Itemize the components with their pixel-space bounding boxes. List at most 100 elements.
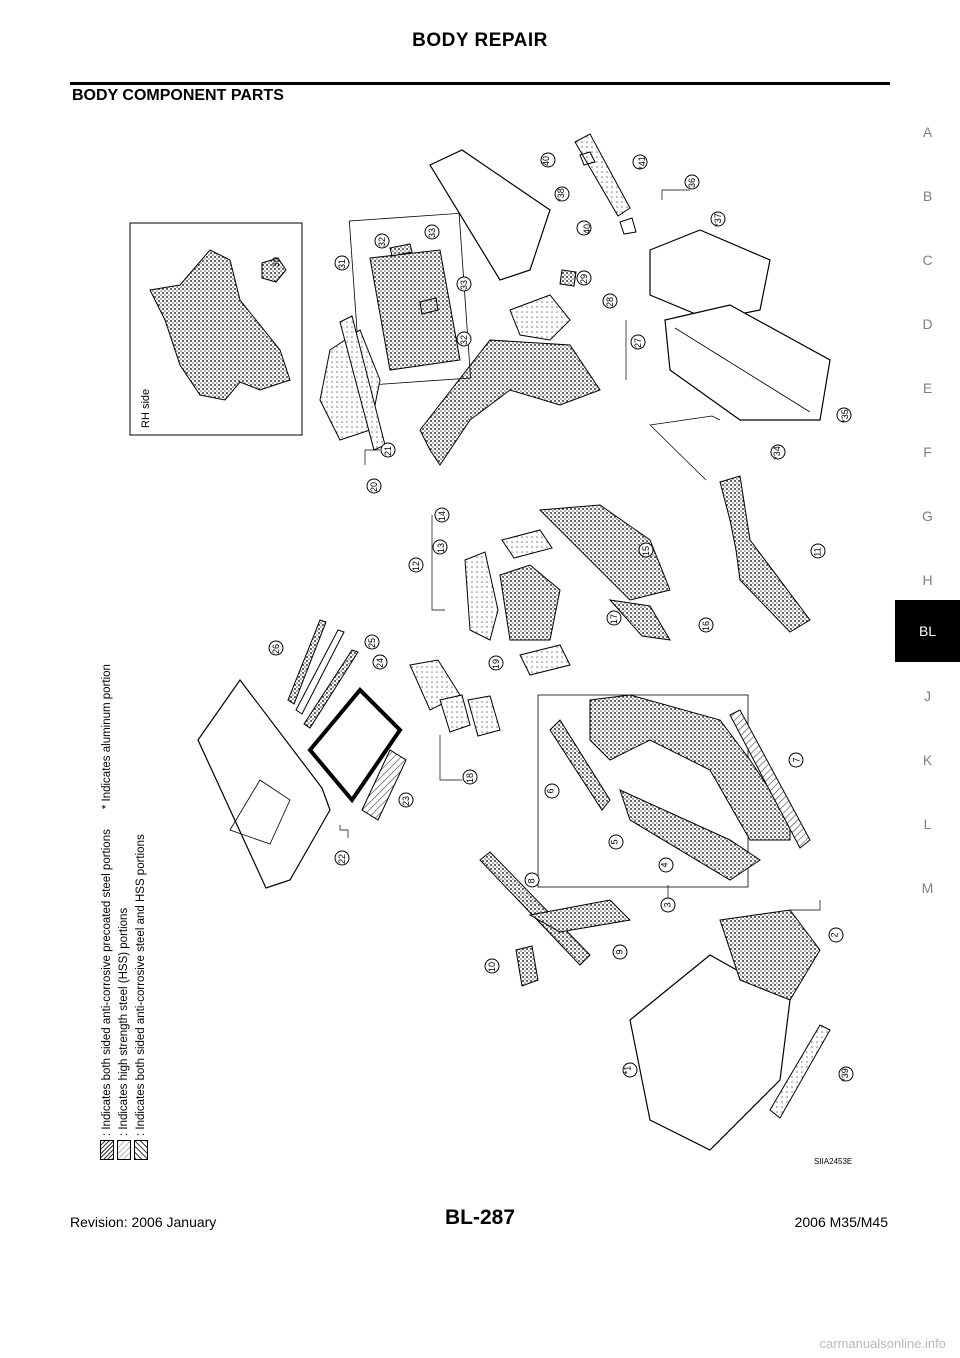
roof-rail-23: [361, 749, 407, 821]
tab-l[interactable]: L: [923, 816, 932, 832]
tab-e[interactable]: E: [922, 380, 933, 396]
footer-page-number: BL-287: [444, 1206, 516, 1229]
callout-32a: 32: [377, 236, 388, 248]
tab-m[interactable]: M: [921, 880, 934, 896]
callout-35: *35: [839, 409, 850, 423]
callout-7: 7: [791, 757, 802, 763]
body-side-outer-7: [589, 694, 791, 841]
bracket-32: [389, 243, 413, 257]
callout-31: 31: [337, 258, 348, 270]
tab-h[interactable]: H: [922, 572, 933, 588]
bracket-29: [559, 269, 577, 287]
roof-bow-25: [295, 629, 345, 715]
callout-27: 27: [633, 337, 644, 349]
front-door-34: [664, 304, 831, 421]
footer-model: 2006 M35/M45: [794, 1214, 888, 1230]
callout-9: 9: [614, 949, 625, 955]
callout-11: 11: [812, 547, 823, 557]
callout-17: 17: [609, 613, 620, 625]
rear-inner-15: [538, 504, 671, 601]
callout-25: 25: [367, 637, 378, 649]
callout-36: 36: [687, 177, 698, 189]
callouts: [268, 152, 854, 1082]
callout-29: 29: [579, 273, 590, 285]
header-rule: [70, 82, 890, 85]
inset-part-30: [261, 257, 287, 283]
body-component-diagram: [90, 120, 870, 1180]
callout-40b: 40: [582, 223, 593, 235]
tab-a[interactable]: A: [922, 124, 933, 140]
rear-bumper-reinforcement-41: [574, 133, 631, 217]
sill-inner-4: [619, 789, 761, 881]
footer-revision: Revision: 2006 January: [70, 1214, 217, 1230]
front-fender: [719, 909, 821, 1001]
diagram-code: SIIA2453E: [814, 1157, 853, 1166]
bracket-14: [501, 529, 553, 559]
tab-j[interactable]: J: [924, 688, 931, 704]
callout-5: 5: [609, 839, 620, 845]
bracket-33: [419, 297, 439, 315]
swatch-hatch: [134, 1140, 148, 1160]
callout-20: 20: [369, 481, 380, 493]
strut-housing-9: [528, 899, 632, 933]
pillar-inner-12: [464, 551, 499, 641]
swatch-light: [117, 1140, 131, 1160]
page-header-title: BODY REPAIR: [412, 30, 548, 51]
legend: : Indicates both sided anti-corrosive pr…: [100, 570, 160, 1160]
roof-panel: [197, 678, 331, 889]
rear-door-36: [649, 229, 771, 321]
tab-c[interactable]: C: [922, 252, 933, 268]
callout-37: *37: [712, 213, 723, 227]
callout-12: 12: [411, 560, 422, 572]
extension-16: [608, 599, 671, 641]
hoodledge-8: [479, 851, 591, 966]
callout-14: 14: [437, 510, 448, 522]
callout-15: 15: [641, 545, 652, 557]
callout-21: 21: [383, 445, 394, 457]
callout-33b: 33: [459, 279, 470, 291]
rear-wheelhouse-28: [509, 294, 571, 341]
trunk-lid-38: [429, 149, 551, 281]
front-bumper-reinforcement: [769, 1024, 831, 1119]
sill-outer: [729, 709, 811, 849]
callout-41: *41: [636, 156, 647, 170]
callout-33a: 33: [427, 227, 438, 239]
tab-g[interactable]: G: [922, 508, 933, 524]
callout-28: 28: [605, 296, 616, 308]
rear-pillar-11: [719, 475, 811, 633]
callout-13: 13: [436, 542, 447, 554]
legend-item-coated: : Indicates both sided anti-corrosive pr…: [100, 664, 114, 1160]
callout-24: 24: [375, 657, 386, 669]
reinforcement-18c: [467, 695, 501, 737]
tab-f[interactable]: F: [923, 444, 932, 460]
callout-38: *38: [555, 188, 566, 202]
watermark: carmanualsonline.info: [819, 1336, 946, 1351]
callout-3: 3: [662, 902, 673, 908]
roof-sunroof-outline: [229, 779, 291, 845]
callout-18: 18: [465, 772, 476, 784]
inset-part-number: 30: [271, 256, 282, 268]
callout-26: 26: [271, 643, 282, 655]
inset-label: RH side: [140, 388, 152, 428]
callout-2: 2: [829, 932, 840, 938]
callout-16: 16: [701, 620, 712, 632]
leader-lines: [339, 189, 821, 911]
rear-parcel-shelf-31: [369, 249, 461, 371]
front-pillar-6: [549, 719, 611, 811]
tab-k[interactable]: K: [922, 752, 933, 768]
tab-b[interactable]: B: [922, 188, 933, 204]
gusset-19: [519, 644, 571, 676]
callout-10: 10: [487, 961, 498, 973]
callout-34: *34: [771, 446, 782, 460]
callout-40a: 40: [541, 155, 552, 167]
stay-40b: [619, 217, 637, 235]
tab-d[interactable]: D: [922, 316, 933, 332]
door-crease-line: [674, 327, 811, 413]
diagram-svg: [129, 133, 854, 1151]
swatch-dense: [100, 1140, 114, 1160]
tab-bl-active[interactable]: BL: [895, 600, 960, 662]
legend-item-combined: : Indicates both sided anti-corrosive st…: [134, 834, 148, 1160]
wheelhouse-17: [499, 564, 561, 641]
front-member-10: [515, 945, 539, 987]
inset-quarter-panel: [149, 249, 291, 401]
